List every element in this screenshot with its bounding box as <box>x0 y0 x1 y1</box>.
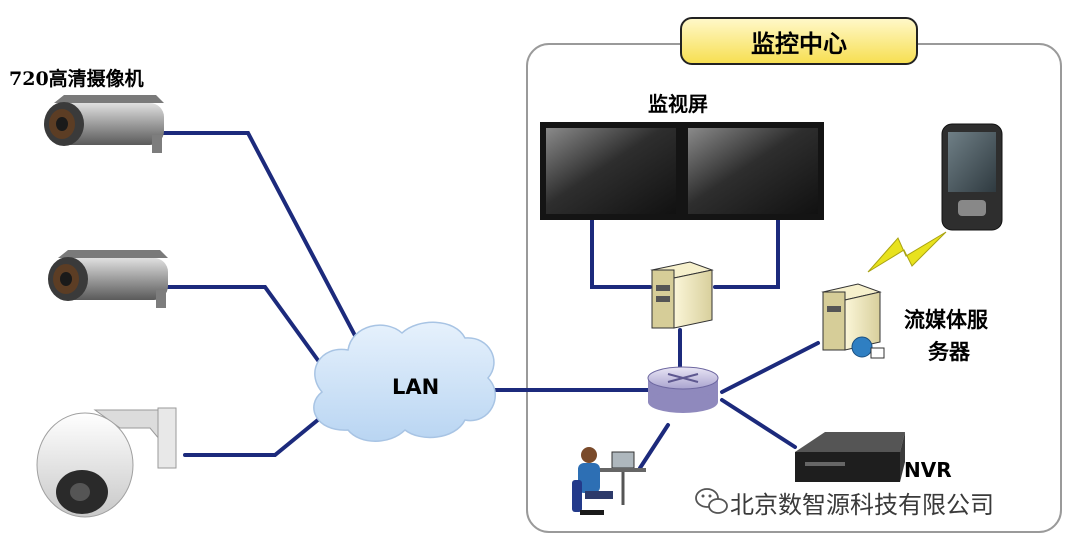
nvr-device-icon <box>795 432 905 482</box>
lan-cloud-icon <box>313 321 496 442</box>
monitoring-center-title: 监控中心 <box>680 17 918 65</box>
link-camera-1 <box>153 131 362 347</box>
link-router-streaming-server <box>720 341 820 394</box>
streaming-server-label-line2: 务器 <box>928 339 970 364</box>
streaming-server-label-line1: 流媒体服 <box>904 307 988 332</box>
router-icon <box>647 366 719 413</box>
monitor-label: 监视屏 <box>648 92 708 116</box>
link-router-nvr <box>720 398 797 449</box>
camera-label: 720高清摄像机 <box>9 68 144 90</box>
watermark: 北京数智源科技有限公司 <box>690 484 994 520</box>
bullet-camera-icon <box>44 95 164 153</box>
operator-workstation-icon <box>572 447 646 515</box>
network-links <box>153 131 820 470</box>
dome-camera-icon <box>36 407 177 518</box>
bullet-camera-icon <box>48 250 168 308</box>
wireless-signal-icon <box>867 231 947 273</box>
link-monitor-left <box>590 218 652 289</box>
watermark-text: 北京数智源科技有限公司 <box>730 490 994 519</box>
streaming-server-icon <box>821 283 885 359</box>
link-router-workstation <box>638 423 670 470</box>
monitor-screens-icon <box>540 122 824 220</box>
nvr-label: NVR <box>904 458 952 482</box>
link-camera-2 <box>158 285 327 372</box>
link-monitor-right <box>713 218 780 289</box>
mobile-device-icon <box>941 123 1003 231</box>
wechat-icon <box>695 488 728 514</box>
lan-label: LAN <box>392 375 440 399</box>
video-server-icon <box>650 261 714 329</box>
link-dome-camera <box>183 408 332 457</box>
